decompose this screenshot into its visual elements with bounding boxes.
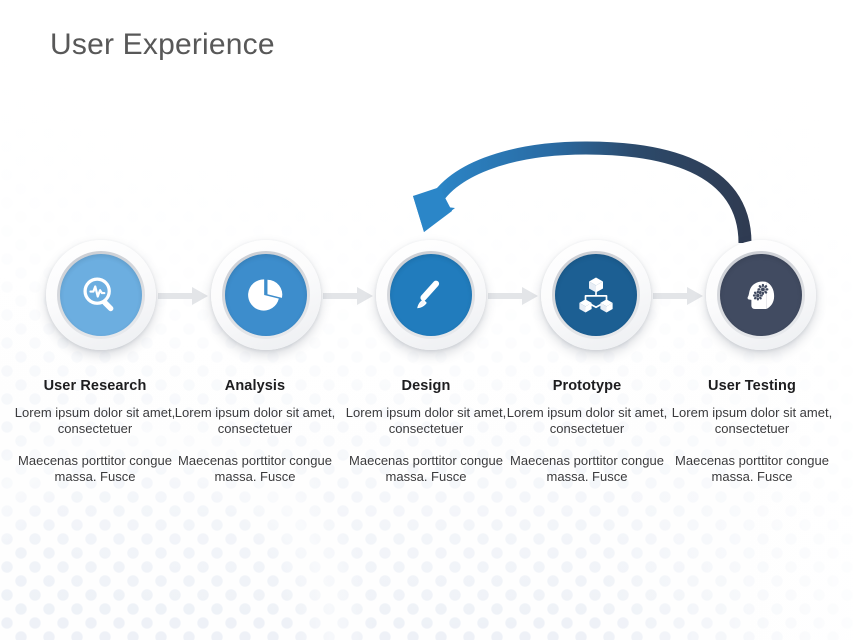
step-label: Prototype <box>552 378 622 394</box>
step-label: Analysis <box>224 378 286 394</box>
step-paragraph-1: Lorem ipsum dolor sit amet, consectetuer <box>506 405 668 436</box>
node-disc <box>555 254 637 336</box>
paintbrush-icon <box>417 280 440 309</box>
step-paragraph-2: Maecenas porttitor congue massa. Fusce <box>675 452 829 484</box>
connector-arrow-2 <box>323 286 375 306</box>
step-paragraph-1: Lorem ipsum dolor sit amet, consectetuer <box>671 405 833 436</box>
step-paragraph-1: Lorem ipsum dolor sit amet, consectetuer <box>345 405 507 436</box>
step-node-user-testing[interactable] <box>706 240 816 350</box>
step-paragraph-2: Maecenas porttitor congue massa. Fusce <box>349 452 503 484</box>
step-text-column-prototype: Prototype Lorem ipsum dolor sit amet, co… <box>503 378 671 485</box>
page-title: User Experience <box>50 28 275 61</box>
connector-arrow-1 <box>158 286 210 306</box>
step-paragraph-2: Maecenas porttitor congue massa. Fusce <box>178 452 332 484</box>
node-disc <box>390 254 472 336</box>
head-gears-icon <box>747 281 775 309</box>
step-node-prototype[interactable] <box>541 240 651 350</box>
step-text-column-design: Design Lorem ipsum dolor sit amet, conse… <box>342 378 510 485</box>
node-disc <box>225 254 307 336</box>
step-label: Design <box>401 378 451 394</box>
connector-arrow-3 <box>488 286 540 306</box>
step-node-design[interactable] <box>376 240 486 350</box>
step-text-column-analysis: Analysis Lorem ipsum dolor sit amet, con… <box>171 378 339 485</box>
step-paragraph-2: Maecenas porttitor congue massa. Fusce <box>18 452 172 484</box>
step-paragraph-2: Maecenas porttitor congue massa. Fusce <box>510 452 664 484</box>
step-paragraph-1: Lorem ipsum dolor sit amet, consectetuer <box>174 405 336 436</box>
connector-arrow-4 <box>653 286 705 306</box>
step-node-user-research[interactable] <box>46 240 156 350</box>
step-label: User Testing <box>708 378 796 394</box>
step-node-analysis[interactable] <box>211 240 321 350</box>
step-text-column-user-testing: User Testing Lorem ipsum dolor sit amet,… <box>668 378 836 485</box>
node-disc <box>720 254 802 336</box>
step-text-column-user-research: User Research Lorem ipsum dolor sit amet… <box>11 378 179 485</box>
step-paragraph-1: Lorem ipsum dolor sit amet, consectetuer <box>14 405 176 436</box>
magnifier-pulse-icon <box>83 277 114 312</box>
connected-cubes-icon <box>579 277 613 313</box>
step-label: User Research <box>43 378 147 394</box>
node-disc <box>60 254 142 336</box>
pie-chart-icon <box>248 279 283 311</box>
